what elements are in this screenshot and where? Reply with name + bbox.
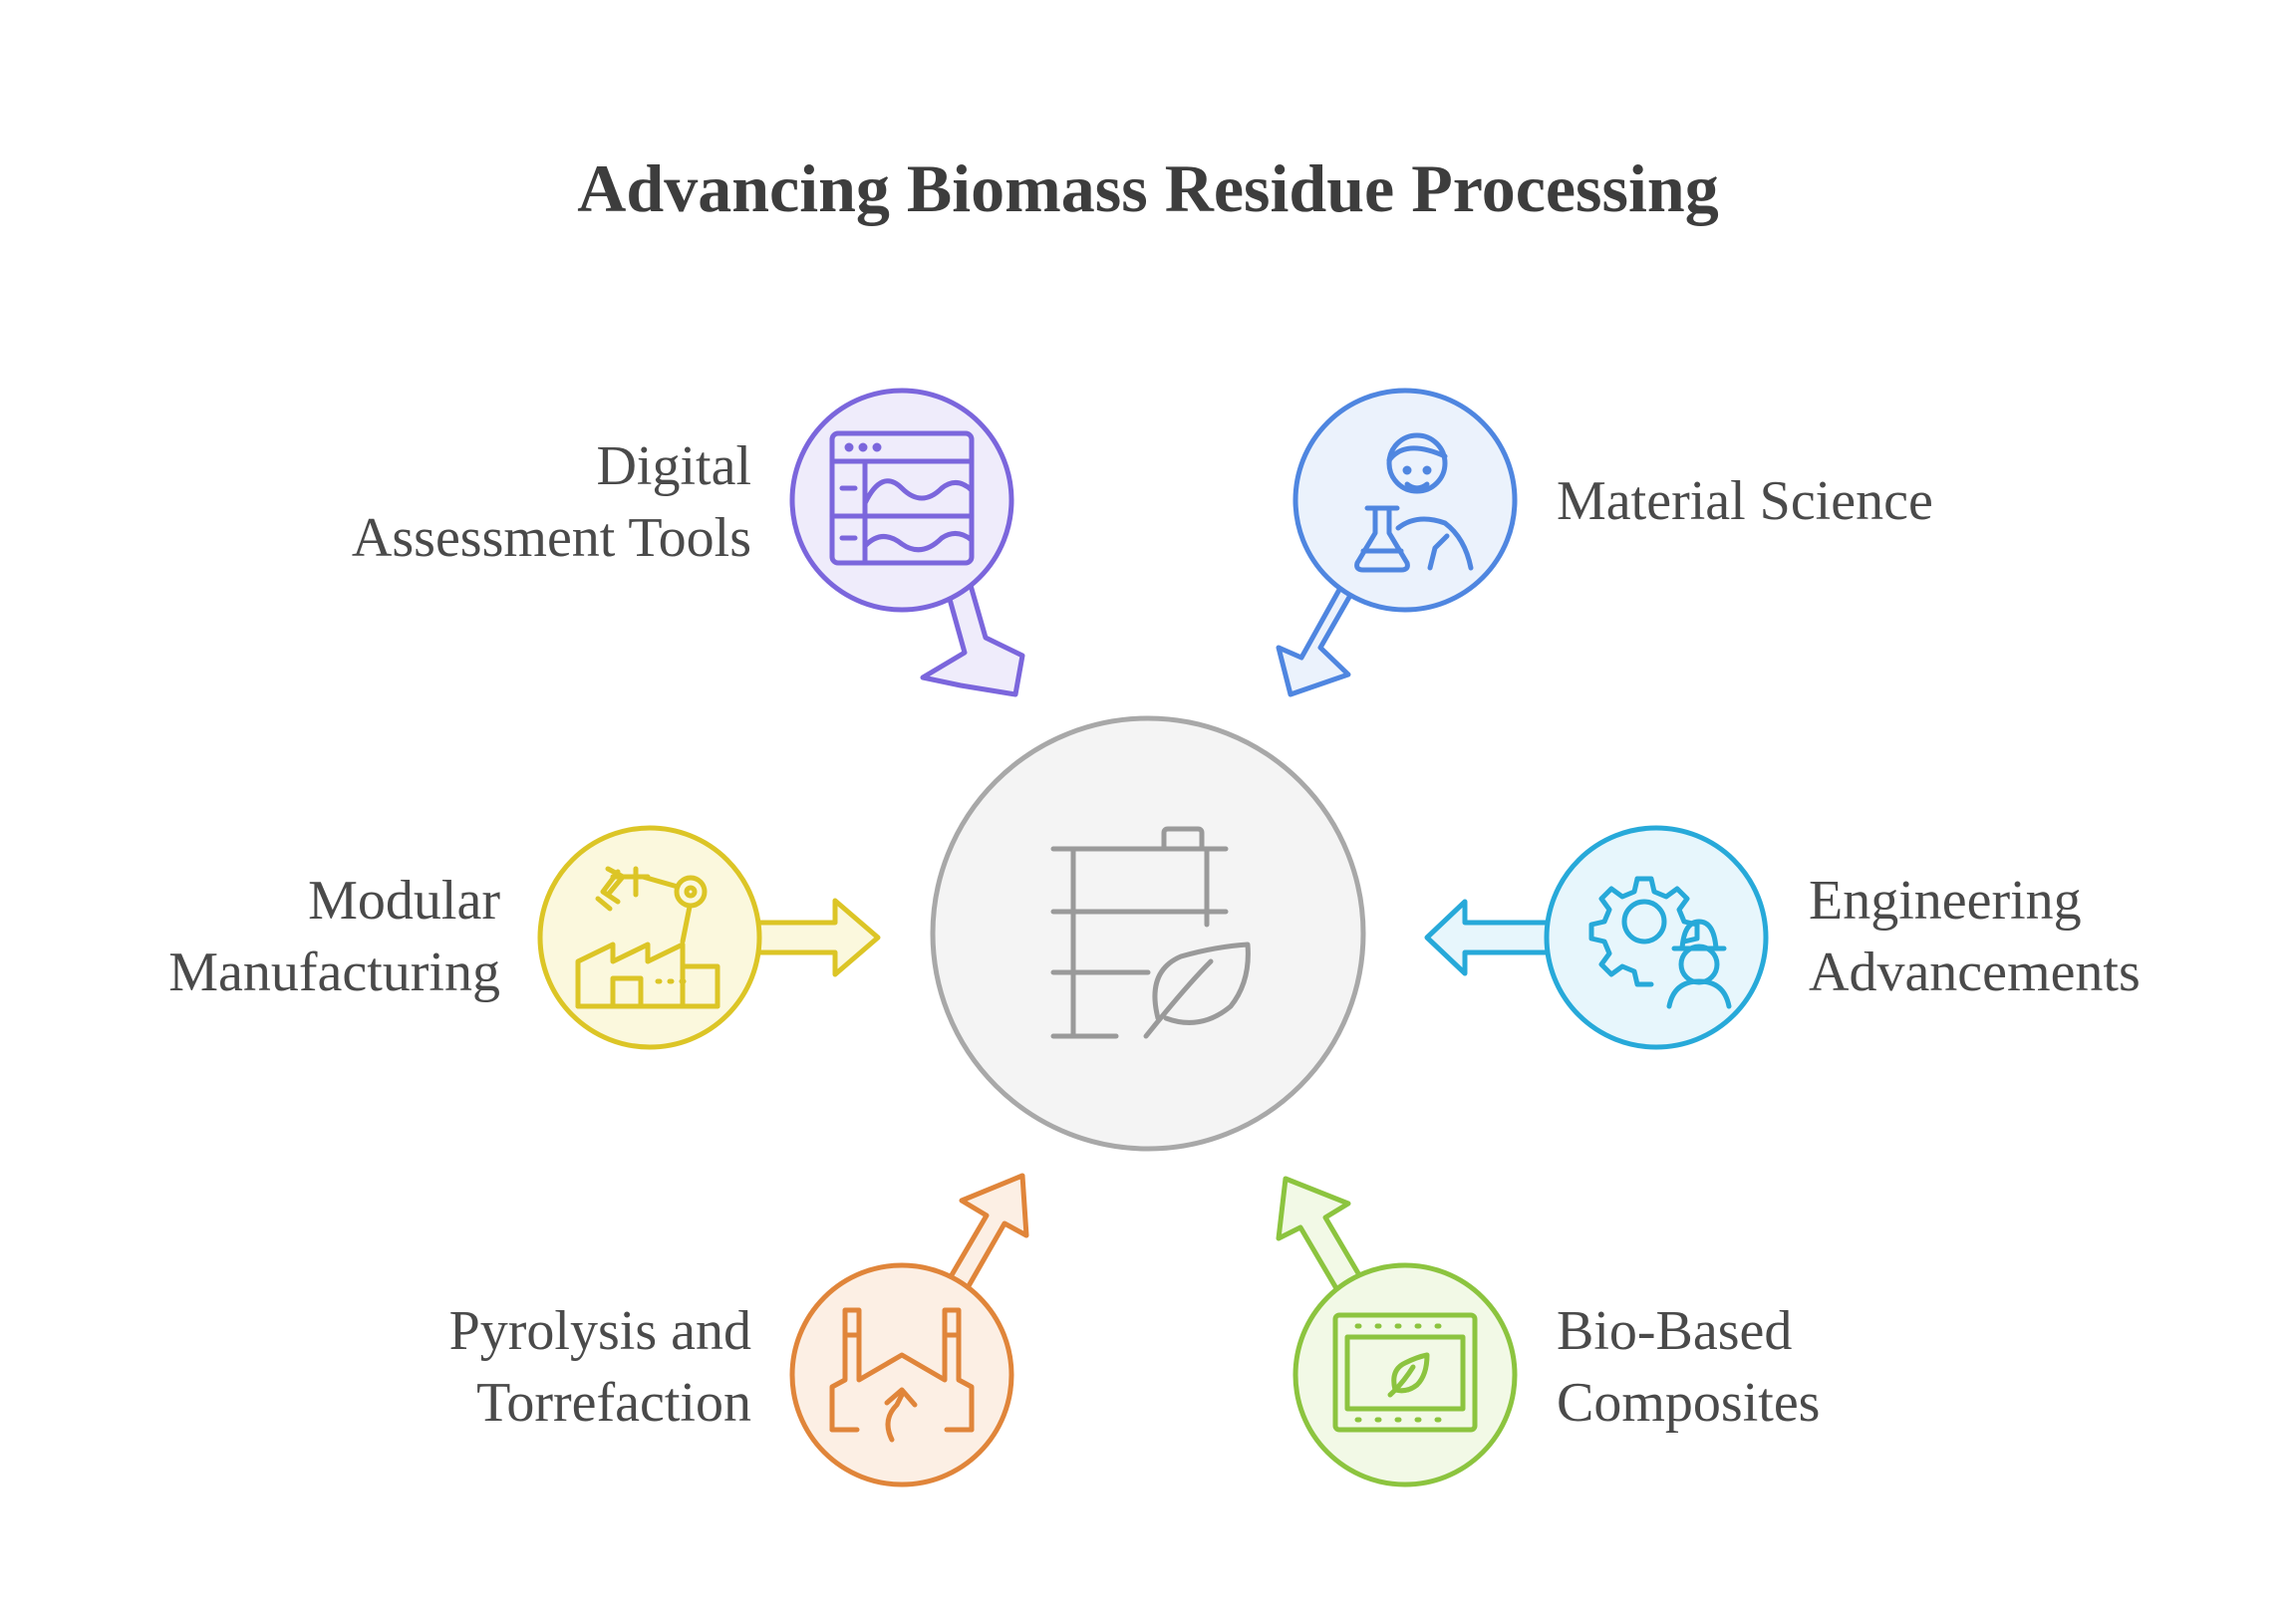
label-material-science: Material Science [1557,465,1933,537]
node-bio-based-composites [1276,1176,1518,1487]
label-line: Modular [308,870,500,932]
node-engineering-advancements [1424,825,1769,1050]
gear-engineer-icon [1588,876,1732,1009]
label-pyrolysis-torrefaction: Pyrolysis and Torrefaction [449,1295,751,1439]
label-line: Bio-Based [1557,1300,1793,1362]
label-line: Engineering [1809,870,2082,932]
biomass-rack-leaf-icon [1050,826,1251,1039]
label-line: Material Science [1557,470,1933,532]
center-hub [930,715,1366,1152]
label-line: Digital [596,435,751,497]
label-line: Pyrolysis and [448,1300,751,1362]
label-line: Composites [1557,1372,1821,1434]
node-material-science [1276,388,1518,697]
label-digital-assessment-tools: Digital Assessment Tools [352,430,751,574]
label-modular-manufacturing: Modular Manufacturing [168,865,500,1008]
label-line: Advancements [1809,942,2141,1003]
dashboard-waves-icon [829,430,975,566]
chimney-heat-icon [829,1307,975,1443]
label-line: Torrefaction [476,1372,751,1434]
node-pyrolysis-torrefaction [789,1173,1029,1487]
label-line: Manufacturing [168,942,500,1003]
node-digital-assessment-tools [789,388,1025,697]
label-engineering-advancements: Engineering Advancements [1809,865,2141,1008]
leaf-panel-icon [1332,1312,1478,1433]
scientist-flask-icon [1354,432,1474,573]
factory-robot-arm-icon [575,866,720,1009]
label-bio-based-composites: Bio-Based Composites [1557,1295,1820,1439]
label-line: Assessment Tools [351,507,751,569]
node-modular-manufacturing [537,825,881,1050]
diagram-title: Advancing Biomass Residue Processing [577,150,1719,226]
